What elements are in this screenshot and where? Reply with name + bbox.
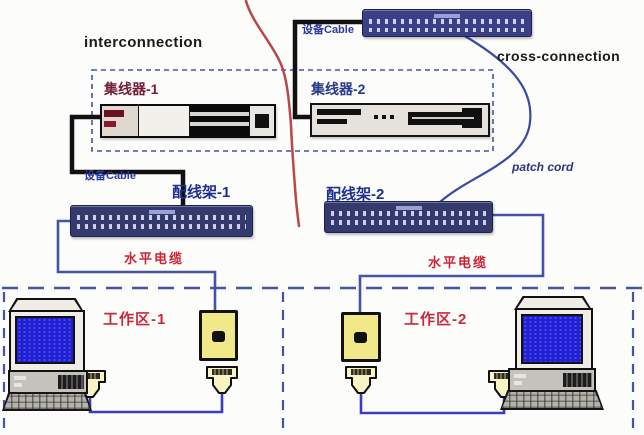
top-patch-panel-device	[362, 9, 532, 37]
patch-panel-1-ports	[77, 210, 246, 232]
computer-2-crt-top-face	[516, 298, 590, 310]
computer-2-keys	[502, 392, 602, 408]
horizontal-cable-2	[358, 213, 545, 314]
rj45-connector-2	[206, 366, 238, 394]
hub1-logo	[102, 106, 138, 136]
work-area-cable-1	[88, 392, 224, 414]
horizontal-cable-1-label: 水平电缆	[124, 251, 185, 266]
hub-zone-dashed-box	[91, 69, 494, 152]
patch-cord-cable	[439, 34, 532, 203]
hub2-label: 集线器-2	[311, 81, 366, 97]
hub2-slot-line	[412, 117, 474, 119]
computer-1-crt-top-face	[10, 300, 82, 312]
hub1-device	[100, 104, 276, 138]
cross-connection-label: cross-connection	[497, 48, 621, 64]
hub2-device	[310, 103, 490, 137]
rj45-connector-3	[345, 366, 377, 394]
patch-panel-2-device	[324, 201, 493, 233]
horizontal-cable-1	[56, 219, 217, 312]
patch-panel-2-ports	[331, 206, 486, 228]
wall-outlet-1-jack	[211, 330, 225, 342]
computer-1-screen	[15, 316, 75, 364]
work-area-cable-2	[359, 392, 506, 415]
horizontal-cable-2-label: 水平电缆	[428, 255, 489, 270]
patch-panel-1-device	[70, 205, 253, 237]
computer-2-crt-top	[514, 296, 592, 310]
patch-cord-label: patch cord	[512, 160, 574, 174]
computer-2-screen	[521, 314, 583, 364]
work-area-1-label: 工作区-1	[103, 311, 167, 328]
work-area-2-label: 工作区-2	[404, 311, 468, 328]
hub1-front-panel	[139, 106, 189, 136]
wall-outlet-2-jack	[354, 332, 367, 343]
computer-2-keyboard	[500, 390, 604, 410]
equipment-cable-1-label: 设备Cable	[84, 170, 136, 182]
equipment-cable-2	[292, 19, 364, 120]
hub1-port-block	[250, 106, 274, 136]
hub1-label: 集线器-1	[104, 81, 159, 97]
panel1-label: 配线架-1	[172, 184, 231, 201]
wall-outlet-1	[199, 310, 238, 361]
hub2-leds	[374, 115, 378, 119]
computer-2-system-unit	[508, 368, 596, 392]
panel2-label: 配线架-2	[326, 186, 385, 203]
hub1-slots	[190, 106, 249, 136]
interconnection-label: interconnection	[84, 34, 203, 51]
computer-1-keyboard	[2, 392, 92, 411]
wall-outlet-2	[341, 312, 381, 362]
computer-1-keys	[4, 394, 90, 409]
equipment-cable-2-label: 设备Cable	[302, 24, 354, 36]
top-patch-panel-ports	[369, 14, 525, 32]
red-divider-line	[244, 0, 301, 228]
equipment-cable-1	[69, 114, 186, 208]
computer-1-crt-top	[8, 298, 84, 312]
computer-1-system-unit	[8, 370, 88, 394]
